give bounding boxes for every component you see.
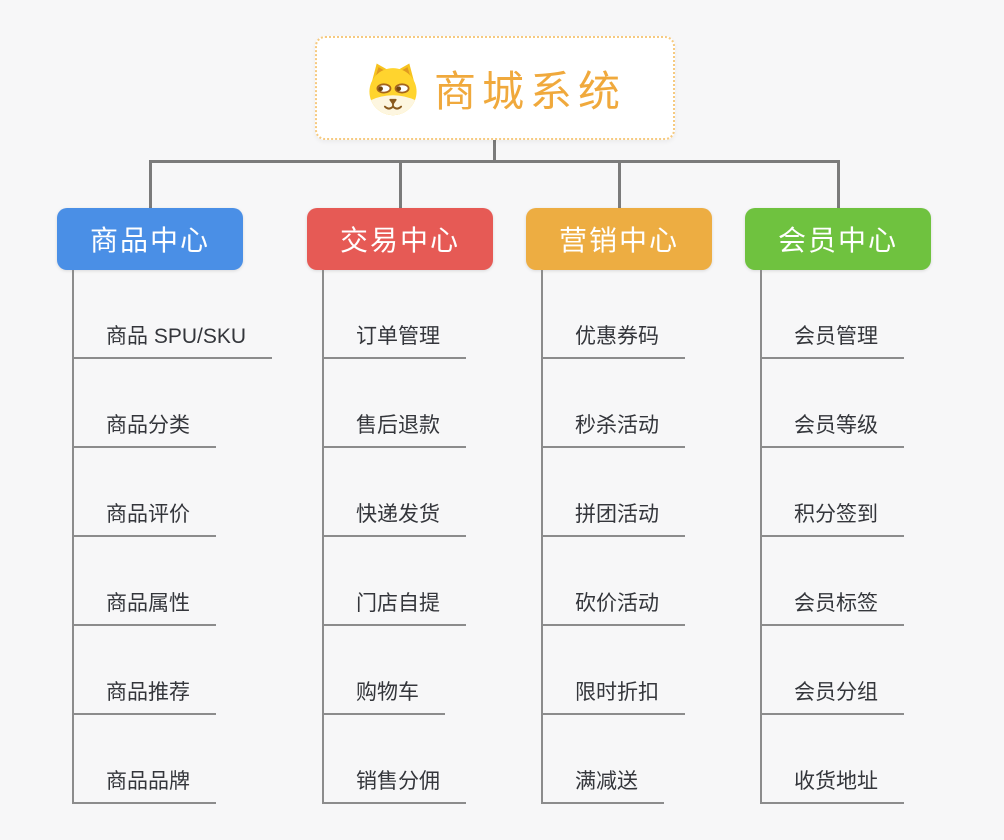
- branch-spine-4: [760, 270, 762, 802]
- connector-horizontal-bar: [149, 160, 840, 163]
- subtopic-row: 商品推荐: [72, 626, 243, 715]
- dog-face-icon: [369, 63, 417, 116]
- root-topic[interactable]: 商城系统: [315, 36, 675, 140]
- subtopic-row: 商品分类: [72, 359, 243, 448]
- branch-column-3: 营销中心 优惠券码 秒杀活动 拼团活动 砍价活动 限时折扣 满减送: [526, 208, 712, 804]
- subtopic-row: 会员管理: [760, 270, 931, 359]
- subtopic-row: 秒杀活动: [541, 359, 712, 448]
- subtopic[interactable]: 售后退款: [322, 409, 466, 448]
- subtopic[interactable]: 商品 SPU/SKU: [72, 320, 273, 359]
- subtopic-row: 优惠券码: [541, 270, 712, 359]
- subtopic-row: 拼团活动: [541, 448, 712, 537]
- subtopic-row: 商品品牌: [72, 715, 243, 804]
- subtopic-row: 门店自提: [322, 537, 493, 626]
- branch-column-2: 交易中心 订单管理 售后退款 快递发货 门店自提 购物车 销售分佣: [307, 208, 493, 804]
- branch-children-3: 优惠券码 秒杀活动 拼团活动 砍价活动 限时折扣 满减送: [541, 270, 712, 804]
- subtopic[interactable]: 门店自提: [322, 587, 466, 626]
- subtopic-row: 收货地址: [760, 715, 931, 804]
- subtopic[interactable]: 满减送: [541, 765, 664, 804]
- subtopic-row: 积分签到: [760, 448, 931, 537]
- branch-children-4: 会员管理 会员等级 积分签到 会员标签 会员分组 收货地址: [760, 270, 931, 804]
- subtopic[interactable]: 会员管理: [760, 320, 904, 359]
- subtopic-row: 限时折扣: [541, 626, 712, 715]
- branch-topic-member-center[interactable]: 会员中心: [745, 208, 931, 270]
- subtopic[interactable]: 会员等级: [760, 409, 904, 448]
- root-topic-title: 商城系统: [433, 67, 626, 115]
- subtopic[interactable]: 收货地址: [760, 765, 904, 804]
- subtopic-row: 销售分佣: [322, 715, 493, 804]
- subtopic-row: 商品评价: [72, 448, 243, 537]
- subtopic-row: 订单管理: [322, 270, 493, 359]
- connector-drop-branch-4: [837, 160, 840, 210]
- branch-column-4: 会员中心 会员管理 会员等级 积分签到 会员标签 会员分组 收货地址: [745, 208, 931, 804]
- branch-spine-1: [72, 270, 74, 802]
- subtopic[interactable]: 会员标签: [760, 587, 904, 626]
- subtopic-row: 商品 SPU/SKU: [72, 270, 273, 359]
- subtopic[interactable]: 商品推荐: [72, 676, 216, 715]
- subtopic[interactable]: 快递发货: [322, 498, 466, 537]
- connector-drop-branch-1: [149, 160, 152, 210]
- branch-topic-product-center[interactable]: 商品中心: [57, 208, 243, 270]
- branch-column-1: 商品中心 商品 SPU/SKU 商品分类 商品评价 商品属性 商品推荐 商品品牌: [57, 208, 273, 804]
- subtopic-row: 快递发货: [322, 448, 493, 537]
- subtopic-row: 会员分组: [760, 626, 931, 715]
- subtopic-row: 会员等级: [760, 359, 931, 448]
- connector-root-stub: [493, 139, 496, 162]
- subtopic-row: 砍价活动: [541, 537, 712, 626]
- subtopic[interactable]: 销售分佣: [322, 765, 466, 804]
- branch-topic-marketing-center[interactable]: 营销中心: [526, 208, 712, 270]
- subtopic-row: 会员标签: [760, 537, 931, 626]
- subtopic[interactable]: 购物车: [322, 676, 445, 715]
- branch-topic-trade-center[interactable]: 交易中心: [307, 208, 493, 270]
- subtopic-row: 商品属性: [72, 537, 243, 626]
- subtopic[interactable]: 限时折扣: [541, 676, 685, 715]
- branch-spine-3: [541, 270, 543, 802]
- subtopic[interactable]: 积分签到: [760, 498, 904, 537]
- subtopic[interactable]: 拼团活动: [541, 498, 685, 537]
- subtopic[interactable]: 优惠券码: [541, 320, 685, 359]
- connector-drop-branch-3: [618, 160, 621, 210]
- subtopic-row: 售后退款: [322, 359, 493, 448]
- subtopic[interactable]: 商品品牌: [72, 765, 216, 804]
- subtopic[interactable]: 秒杀活动: [541, 409, 685, 448]
- subtopic[interactable]: 订单管理: [322, 320, 466, 359]
- subtopic[interactable]: 商品评价: [72, 498, 216, 537]
- subtopic[interactable]: 会员分组: [760, 676, 904, 715]
- subtopic-row: 购物车: [322, 626, 493, 715]
- branch-children-1: 商品 SPU/SKU 商品分类 商品评价 商品属性 商品推荐 商品品牌: [72, 270, 273, 804]
- subtopic[interactable]: 砍价活动: [541, 587, 685, 626]
- subtopic-row: 满减送: [541, 715, 712, 804]
- branch-spine-2: [322, 270, 324, 802]
- subtopic[interactable]: 商品属性: [72, 587, 216, 626]
- connector-drop-branch-2: [399, 160, 402, 210]
- subtopic[interactable]: 商品分类: [72, 409, 216, 448]
- branch-children-2: 订单管理 售后退款 快递发货 门店自提 购物车 销售分佣: [322, 270, 493, 804]
